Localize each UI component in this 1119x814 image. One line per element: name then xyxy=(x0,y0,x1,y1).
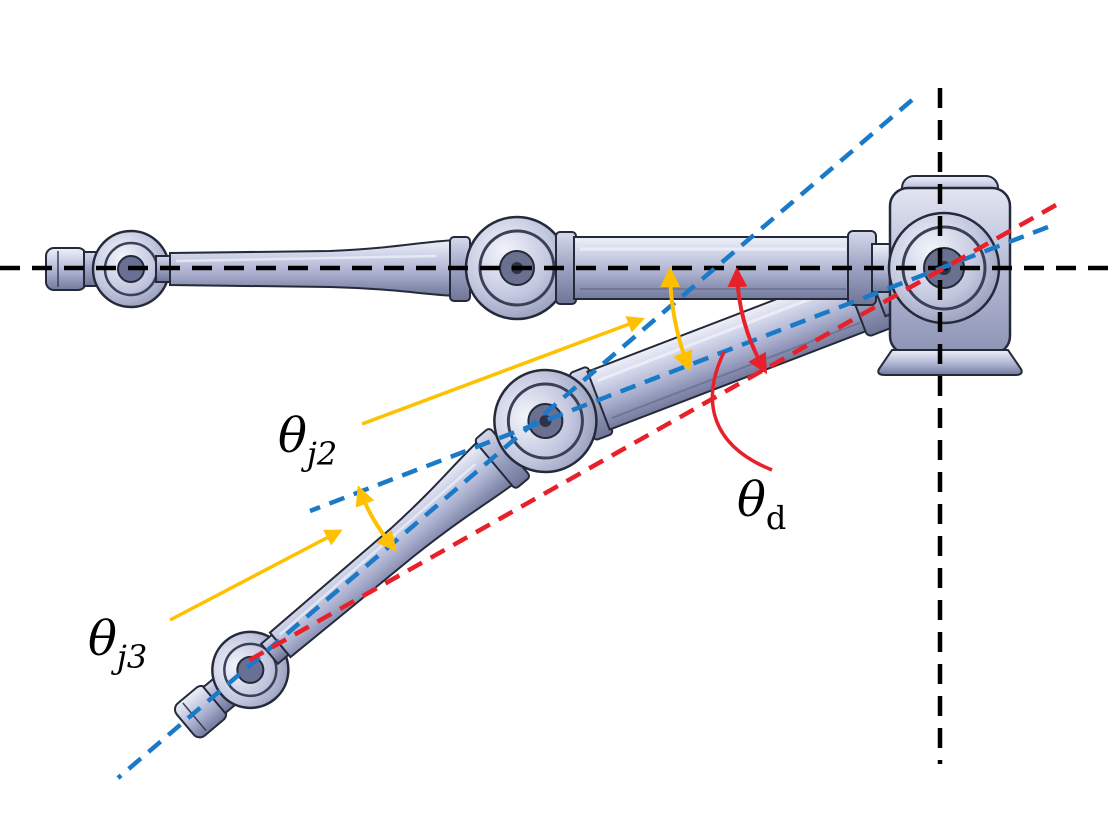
theta-j2-label: θj2 xyxy=(278,408,337,473)
base-joint xyxy=(877,175,1023,376)
theta-j2-angle-arc xyxy=(660,267,693,372)
theta-d-label: θd xyxy=(737,472,786,537)
theta-j3-leader-arrow xyxy=(169,529,343,622)
theta-j3-angle-arc xyxy=(355,485,397,552)
link3-axis-line xyxy=(116,98,914,780)
theta-j3-label: θj3 xyxy=(88,611,147,676)
theta-j2-leader-arrow xyxy=(361,316,645,426)
theta-d-angle-arc xyxy=(727,267,767,375)
theta-d-leader-curve xyxy=(710,351,773,472)
